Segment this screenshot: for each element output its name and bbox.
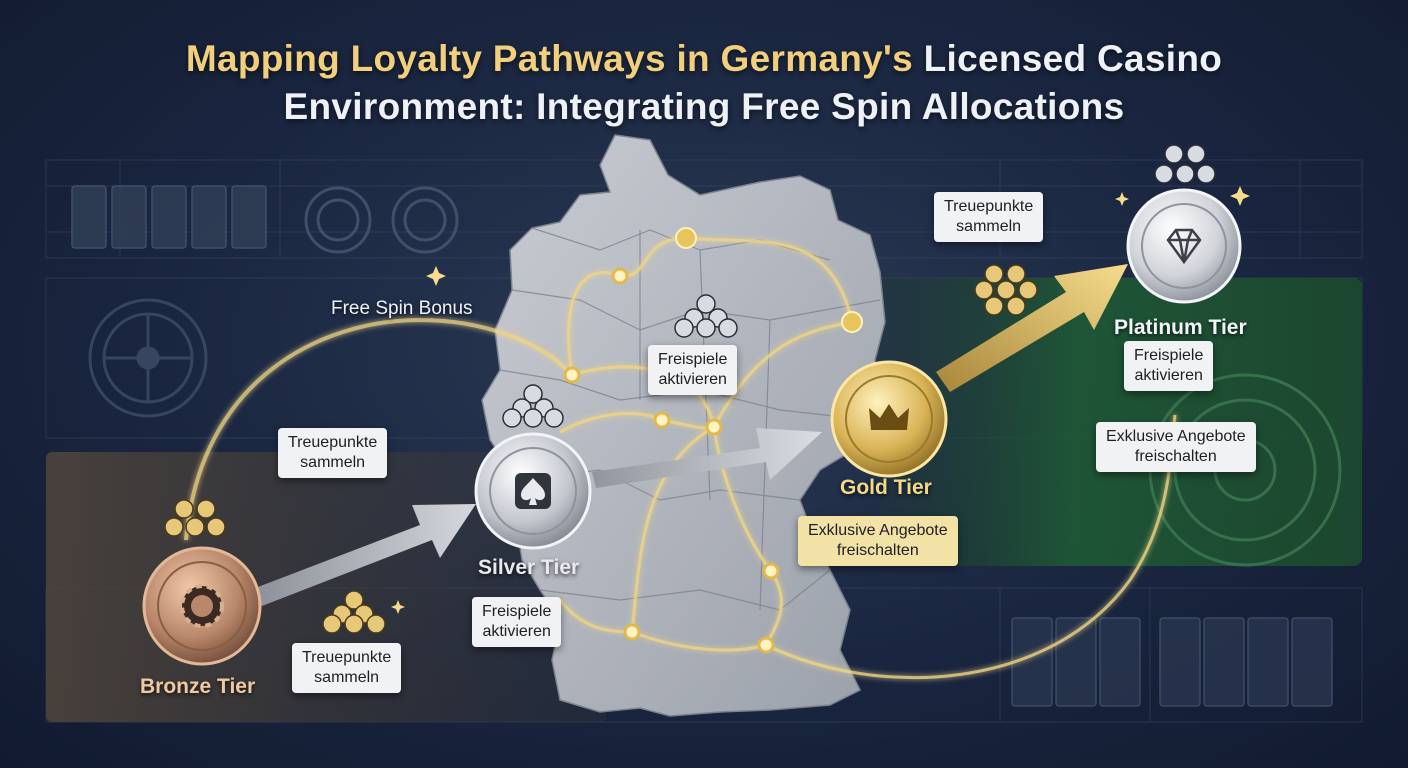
diamond-icon: [1166, 228, 1202, 265]
tag-line: sammeln: [300, 454, 366, 471]
tag-line: aktivieren: [658, 371, 727, 388]
silver-tier-label: Silver Tier: [478, 556, 580, 579]
page-title-line-2: Environment: Integrating Free Spin Alloc…: [283, 86, 1125, 127]
tag-line: freischalten: [836, 542, 919, 559]
chip-stack-icon: [322, 590, 386, 634]
tag-line: aktivieren: [482, 623, 551, 640]
crown-icon: [869, 404, 909, 430]
title-remainder: Licensed Casino: [923, 38, 1223, 79]
tag-line: aktivieren: [1134, 367, 1203, 384]
tag-line: freischalten: [1134, 448, 1217, 465]
unlock-exclusive-offers-tag: Exklusive Angebote freischalten: [798, 516, 958, 566]
tag-line: Treuepunkte: [288, 434, 378, 451]
slot-reels-top-left: [71, 185, 267, 249]
tag-line: Freispiele: [1134, 347, 1204, 364]
path-nodes: [563, 267, 780, 654]
chip-stack-icon: [974, 264, 1038, 316]
arrow-silver-to-gold: [592, 428, 822, 488]
chip-stack-icon: [164, 499, 226, 537]
tag-line: sammeln: [314, 669, 380, 686]
page-title-line-1: Mapping Loyalty Pathways in Germany's Li…: [0, 38, 1408, 80]
tag-line: Freispiele: [482, 603, 552, 620]
roulette-wheel-left: [88, 298, 208, 418]
unlock-exclusive-offers-tag: Exklusive Angebote freischalten: [1096, 422, 1256, 472]
tag-line: Treuepunkte: [944, 198, 1034, 215]
tag-line: sammeln: [956, 218, 1022, 235]
chip-stack-icon: [502, 384, 564, 428]
collect-points-tag: Treuepunkte sammeln: [278, 428, 388, 478]
tag-line: Exklusive Angebote: [808, 522, 948, 539]
chip-nodes: [675, 227, 863, 333]
platinum-tier-badge: [1126, 188, 1242, 304]
tag-line: Treuepunkte: [302, 649, 392, 666]
casino-chip-icon: [180, 584, 224, 628]
activate-free-spins-tag: Freispiele aktivieren: [648, 345, 738, 395]
tag-line: Freispiele: [658, 351, 728, 368]
free-spin-bonus-path: [184, 317, 574, 541]
gold-tier-badge: [830, 360, 948, 478]
tag-line: Exklusive Angebote: [1106, 428, 1246, 445]
sparkles: [391, 186, 1250, 614]
chip-stack-icon: [1154, 144, 1216, 184]
bronze-tier-badge: [142, 546, 262, 666]
arrow-gold-to-platinum: [936, 264, 1128, 392]
arrow-bronze-to-silver: [250, 504, 476, 606]
decorative-chips-top: [304, 186, 459, 254]
spade-icon: [515, 473, 551, 509]
free-spin-bonus-label: Free Spin Bonus: [331, 298, 473, 319]
platinum-tier-label: Platinum Tier: [1114, 316, 1247, 339]
collect-points-tag: Treuepunkte sammeln: [934, 192, 1044, 242]
slot-reels-bottom-right: [1011, 617, 1333, 707]
activate-free-spins-tag: Freispiele aktivieren: [1124, 341, 1214, 391]
gold-tier-label: Gold Tier: [840, 476, 932, 499]
activate-free-spins-tag: Freispiele aktivieren: [472, 597, 562, 647]
collect-points-tag: Treuepunkte sammeln: [292, 643, 402, 693]
title-highlight: Mapping Loyalty Pathways in Germany's: [185, 38, 914, 79]
bronze-tier-label: Bronze Tier: [140, 675, 256, 698]
silver-tier-badge: [474, 432, 592, 550]
chip-stack-icon: [674, 294, 738, 338]
